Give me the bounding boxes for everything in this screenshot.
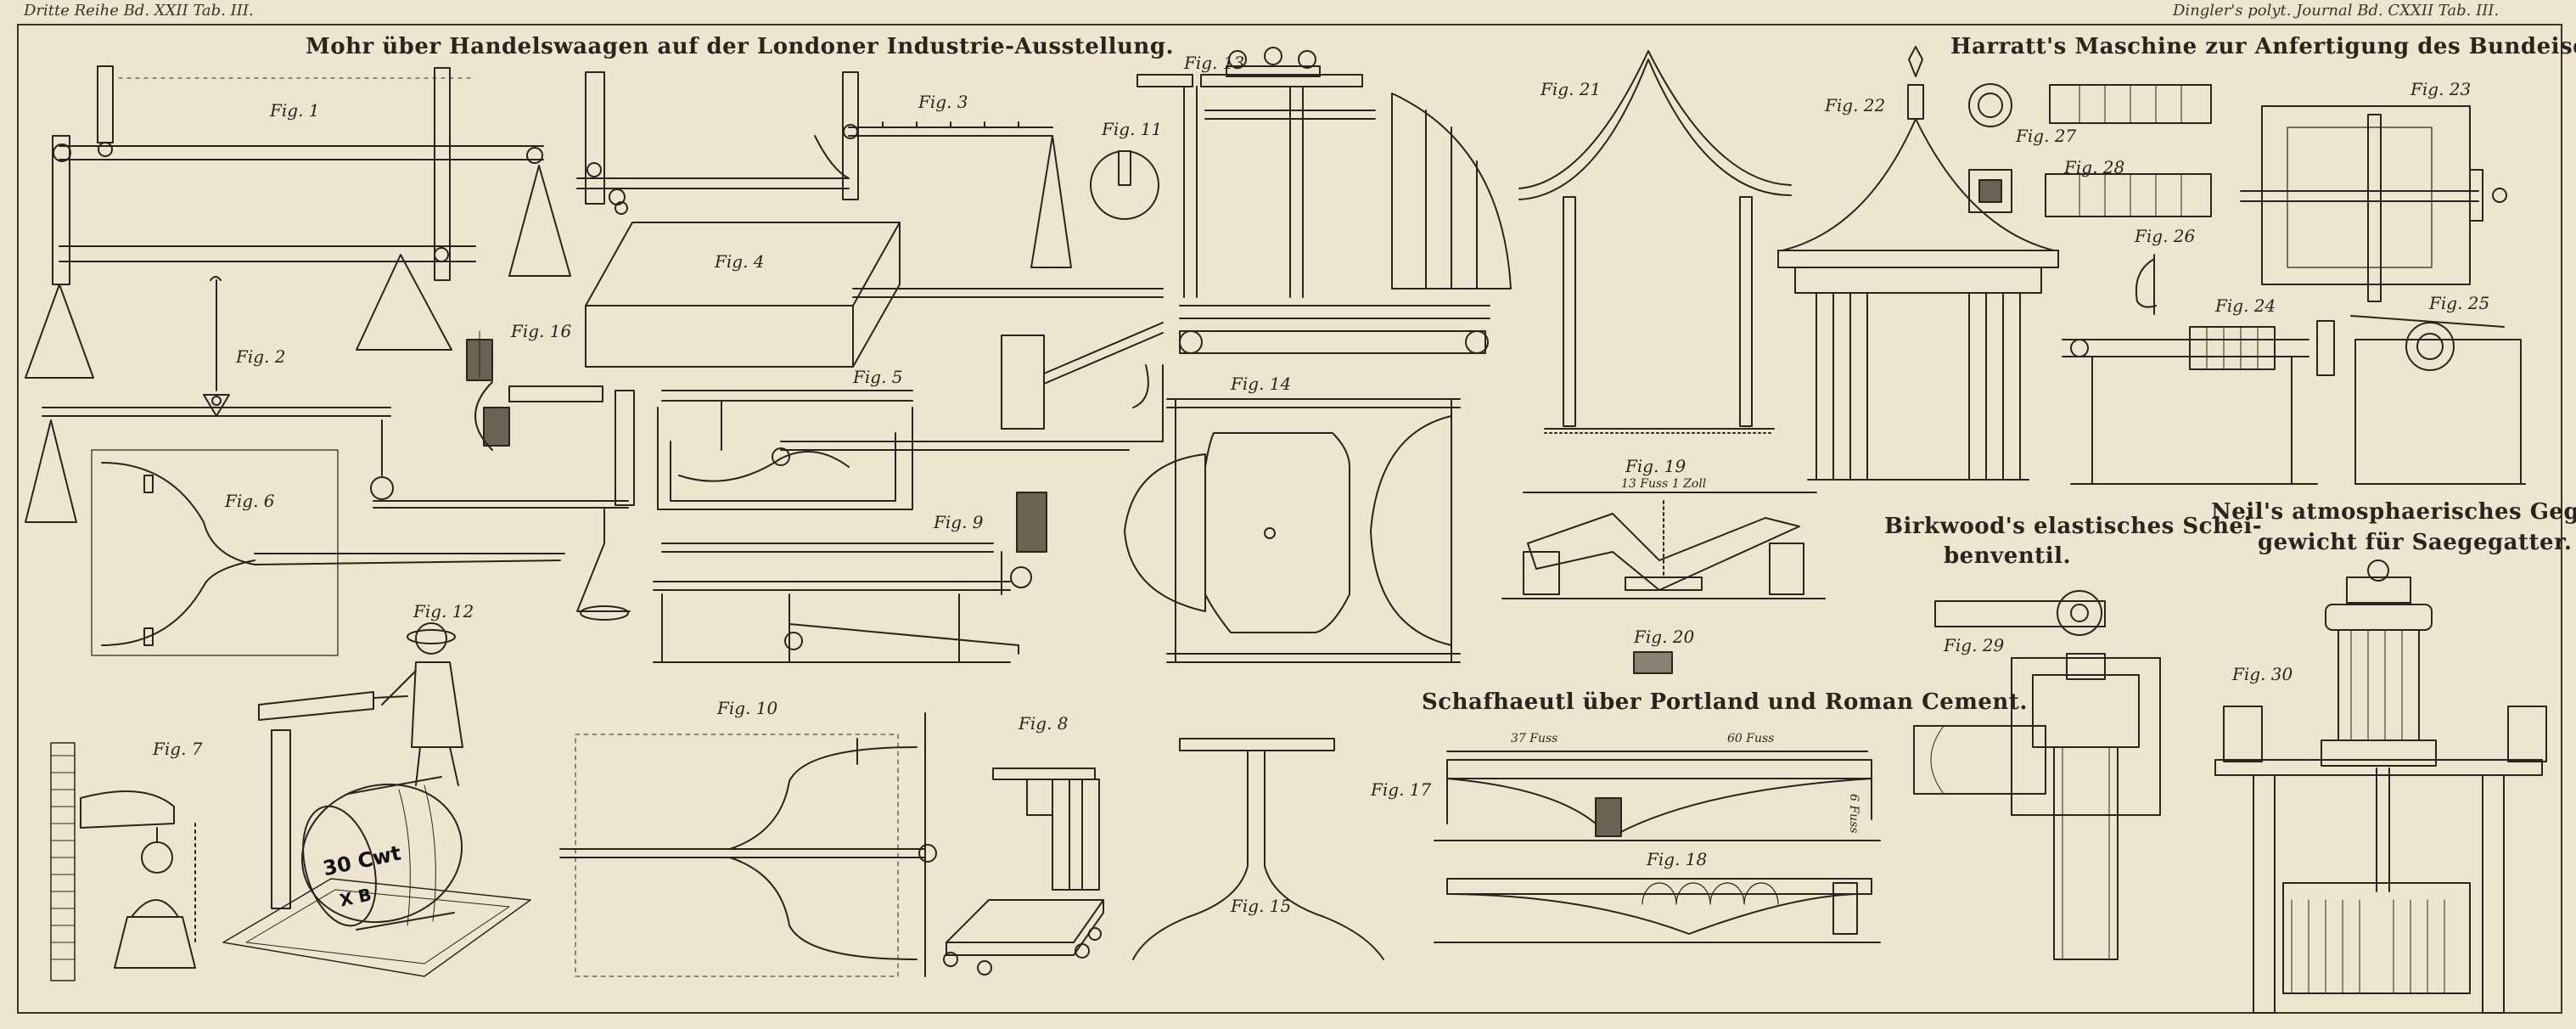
fig1-drawing — [25, 66, 570, 378]
fig13-label: Fig. 13 — [1184, 53, 1245, 73]
fig8-drawing — [944, 768, 1103, 975]
fig9-drawing — [654, 543, 1031, 662]
title-harratt: Harratt's Maschine zur Anfertigung des B… — [1950, 34, 2576, 59]
title-neil-line1: Neil's atmosphaerisches Gegen- — [2211, 499, 2576, 525]
fig6-drawing — [92, 450, 564, 655]
fig27-label: Fig. 27 — [2016, 126, 2077, 146]
fig12-label: Fig. 12 — [413, 601, 474, 621]
fig4-label: Fig. 4 — [715, 251, 765, 272]
fig2-drawing — [25, 277, 628, 522]
hanging-pan — [577, 509, 630, 620]
fig21-drawing — [1519, 51, 1791, 433]
fig23-drawing — [2241, 106, 2506, 301]
fig17-label: Fig. 17 — [1371, 779, 1432, 800]
fig10-drawing — [560, 713, 936, 976]
fig19-dimension: 13 Fuss 1 Zoll — [1621, 477, 1707, 491]
fig1-label: Fig. 1 — [270, 100, 320, 121]
fig29-drawing — [1914, 591, 2160, 959]
title-neil-line2: gewicht für Saegegatter. — [2258, 530, 2573, 555]
fig24-label: Fig. 24 — [2215, 295, 2276, 316]
fig30-label: Fig. 30 — [2232, 664, 2293, 684]
fig4-drawing — [586, 222, 1163, 367]
header-right: Dingler's polyt. Journal Bd. CXXII Tab. … — [2173, 2, 2500, 20]
fig30-drawing — [2215, 560, 2546, 1013]
title-mohr: Mohr über Handelswaagen auf der Londoner… — [306, 34, 1175, 59]
fig17-dimension-height: 6 Fuss — [1847, 794, 1860, 834]
fig11-label: Fig. 11 — [1102, 119, 1163, 139]
fig14-label: Fig. 14 — [1231, 374, 1292, 394]
header-left: Dritte Reihe Bd. XXII Tab. III. — [24, 2, 254, 20]
fig24-drawing — [2062, 321, 2334, 484]
fig2-label: Fig. 2 — [236, 346, 286, 367]
fig7-drawing — [51, 743, 195, 981]
fig28-label: Fig. 28 — [2064, 157, 2125, 177]
fig7-label: Fig. 7 — [153, 739, 203, 759]
fig15-label: Fig. 15 — [1231, 896, 1292, 916]
fig9-label: Fig. 9 — [934, 512, 984, 532]
fig15-drawing — [1133, 739, 1383, 959]
fig18-drawing — [1434, 879, 1880, 942]
fig25-label: Fig. 25 — [2429, 293, 2490, 313]
fig13-drawing — [1129, 48, 1511, 441]
fig10-label: Fig. 10 — [717, 698, 778, 718]
fig20-drawing — [1634, 652, 1672, 673]
fig22-drawing — [1778, 47, 2058, 480]
bracket-hook — [1002, 323, 1163, 552]
fig14-drawing — [1125, 399, 1460, 662]
fig5-drawing — [658, 391, 1129, 509]
fig25-drawing — [2351, 316, 2525, 484]
fig16-drawing — [467, 331, 634, 505]
fig8-label: Fig. 8 — [1019, 713, 1069, 734]
fig3-label: Fig. 3 — [918, 92, 968, 112]
title-birkwood-line2: benventil. — [1944, 543, 2071, 569]
fig11-drawing — [1091, 151, 1159, 219]
fig5-label: Fig. 5 — [853, 367, 903, 387]
fig19-label: Fig. 19 — [1625, 456, 1686, 476]
fig3-drawing — [577, 72, 1071, 267]
fig17-dimension-left: 37 Fuss — [1511, 732, 1558, 745]
title-birkwood-line1: Birkwood's elastisches Schei- — [1884, 514, 2263, 539]
fig26-label: Fig. 26 — [2135, 226, 2196, 246]
fig16-label: Fig. 16 — [511, 321, 572, 341]
fig19-drawing — [1502, 492, 1825, 599]
fig12-drawing — [223, 623, 530, 976]
fig17-dimension-right: 60 Fuss — [1727, 732, 1775, 745]
fig21-label: Fig. 21 — [1541, 79, 1602, 99]
fig6-label: Fig. 6 — [225, 491, 275, 511]
fig20-label: Fig. 20 — [1634, 627, 1695, 647]
fig17-drawing — [1434, 751, 1880, 841]
fig26-drawing — [2136, 255, 2156, 314]
fig22-label: Fig. 22 — [1825, 95, 1886, 115]
fig23-label: Fig. 23 — [2410, 79, 2472, 99]
fig18-label: Fig. 18 — [1647, 849, 1708, 869]
fig27-28-drawing — [1969, 84, 2211, 216]
title-schafhaeutl: Schafhaeutl über Portland und Roman Ceme… — [1422, 689, 2028, 715]
plate-border — [17, 24, 2562, 1014]
fig29-label: Fig. 29 — [1944, 635, 2005, 655]
